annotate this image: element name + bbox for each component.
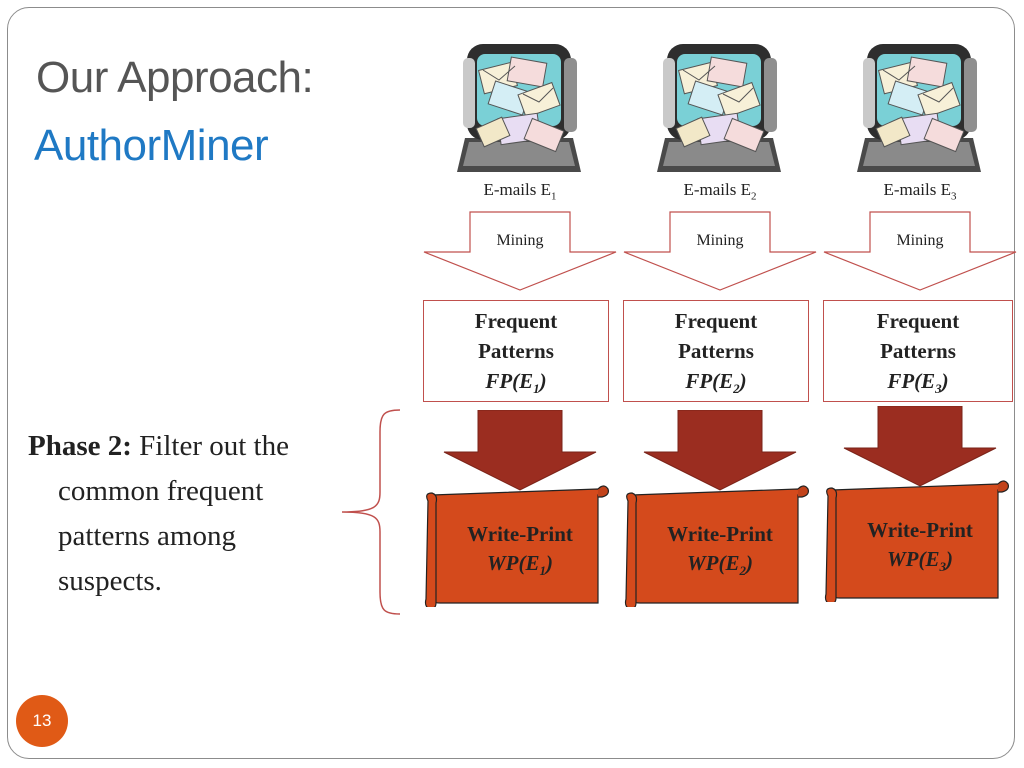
wp-close-3: ) (946, 547, 953, 571)
wp-line1-3: Write-Print (867, 518, 973, 542)
wp-math-text-1: WP(E (487, 551, 540, 575)
write-print-text-2: Write-Print WP(E2) (630, 520, 810, 585)
fp-math-text-2: FP(E (685, 369, 734, 393)
mining-arrow-3 (823, 211, 1017, 291)
phase-text-1: Filter out the (139, 430, 289, 462)
phase-description: Phase 2: Filter out the common frequent … (28, 424, 348, 604)
slide-subtitle: AuthorMiner (34, 121, 269, 170)
wp-index-3: 3 (939, 559, 947, 575)
emails-text-2: E-mails E (683, 180, 751, 199)
mining-arrow-1 (423, 211, 617, 291)
wp-math-1: WP(E1) (430, 549, 610, 585)
emails-text-1: E-mails E (483, 180, 551, 199)
page-number-badge: 13 (16, 695, 68, 747)
phase-line-3: patterns among (58, 520, 236, 552)
phase-line-4: suspects. (58, 565, 162, 597)
email-column-3: E-mails E3 Mining Frequent Patterns FP(E… (820, 30, 1020, 630)
fp-line2-1: Patterns (478, 339, 554, 363)
computer-emails-icon (857, 44, 981, 172)
fp-line1-2: Frequent (674, 309, 758, 333)
fp-math-text-3: FP(E (887, 369, 936, 393)
mining-label-2: Mining (696, 232, 744, 249)
fp-index-2: 2 (733, 381, 740, 397)
mining-arrow-2 (623, 211, 817, 291)
emails-index-3: 3 (951, 190, 957, 203)
slide-frame (7, 7, 1015, 759)
write-print-scroll-1 (424, 485, 609, 607)
phase-label: Phase 2: (28, 430, 132, 462)
wp-math-3: WP(E3) (830, 545, 1010, 581)
fp-close-1: ) (539, 369, 547, 393)
emails-index-1: 1 (551, 190, 557, 203)
emails-label-1: E-mails E1 (420, 180, 620, 202)
down-arrow-2 (643, 410, 797, 491)
computer-emails-icon (457, 44, 581, 172)
wp-line1-2: Write-Print (667, 522, 773, 546)
wp-index-1: 1 (539, 563, 547, 579)
phase-line-1: Phase 2: Filter out the (28, 424, 348, 469)
wp-math-text-3: WP(E (887, 547, 940, 571)
slide-title: Our Approach: (36, 53, 314, 102)
fp-close-2: ) (739, 369, 747, 393)
down-arrow-1 (443, 410, 597, 491)
write-print-text-3: Write-Print WP(E3) (830, 516, 1010, 581)
frequent-patterns-box-3: Frequent Patterns FP(E3) (823, 300, 1013, 402)
fp-math-3: FP(E3) (824, 366, 1012, 404)
wp-line1-1: Write-Print (467, 522, 573, 546)
email-column-2: E-mails E2 Mining Frequent Patterns FP(E… (620, 30, 820, 630)
emails-label-2: E-mails E2 (620, 180, 820, 202)
emails-label-3: E-mails E3 (820, 180, 1020, 202)
computer-emails-icon (657, 44, 781, 172)
fp-math-1: FP(E1) (424, 366, 608, 404)
phase-line-2: common frequent (58, 475, 264, 507)
wp-math-2: WP(E2) (630, 549, 810, 585)
down-arrow-3 (843, 406, 997, 487)
fp-math-text-1: FP(E (485, 369, 534, 393)
emails-text-3: E-mails E (883, 180, 951, 199)
mining-label-3: Mining (896, 232, 944, 249)
wp-index-2: 2 (739, 563, 747, 579)
frequent-patterns-box-2: Frequent Patterns FP(E2) (623, 300, 809, 402)
fp-index-3: 3 (935, 381, 942, 397)
wp-close-1: ) (546, 551, 553, 575)
write-print-scroll-2 (624, 485, 809, 607)
curly-brace (341, 409, 401, 615)
email-column-1: E-mails E1 Mining Frequent Patterns FP(E… (420, 30, 620, 630)
fp-line2-2: Patterns (678, 339, 754, 363)
fp-math-2: FP(E2) (624, 366, 808, 404)
frequent-patterns-box-1: Frequent Patterns FP(E1) (423, 300, 609, 402)
write-print-text-1: Write-Print WP(E1) (430, 520, 610, 585)
wp-close-2: ) (746, 551, 753, 575)
mining-label-1: Mining (496, 232, 544, 249)
write-print-scroll-3 (824, 480, 1009, 602)
emails-index-2: 2 (751, 190, 757, 203)
fp-close-3: ) (941, 369, 949, 393)
fp-index-1: 1 (533, 381, 540, 397)
wp-math-text-2: WP(E (687, 551, 740, 575)
fp-line1-1: Frequent (474, 309, 558, 333)
fp-line1-3: Frequent (876, 309, 960, 333)
fp-line2-3: Patterns (880, 339, 956, 363)
